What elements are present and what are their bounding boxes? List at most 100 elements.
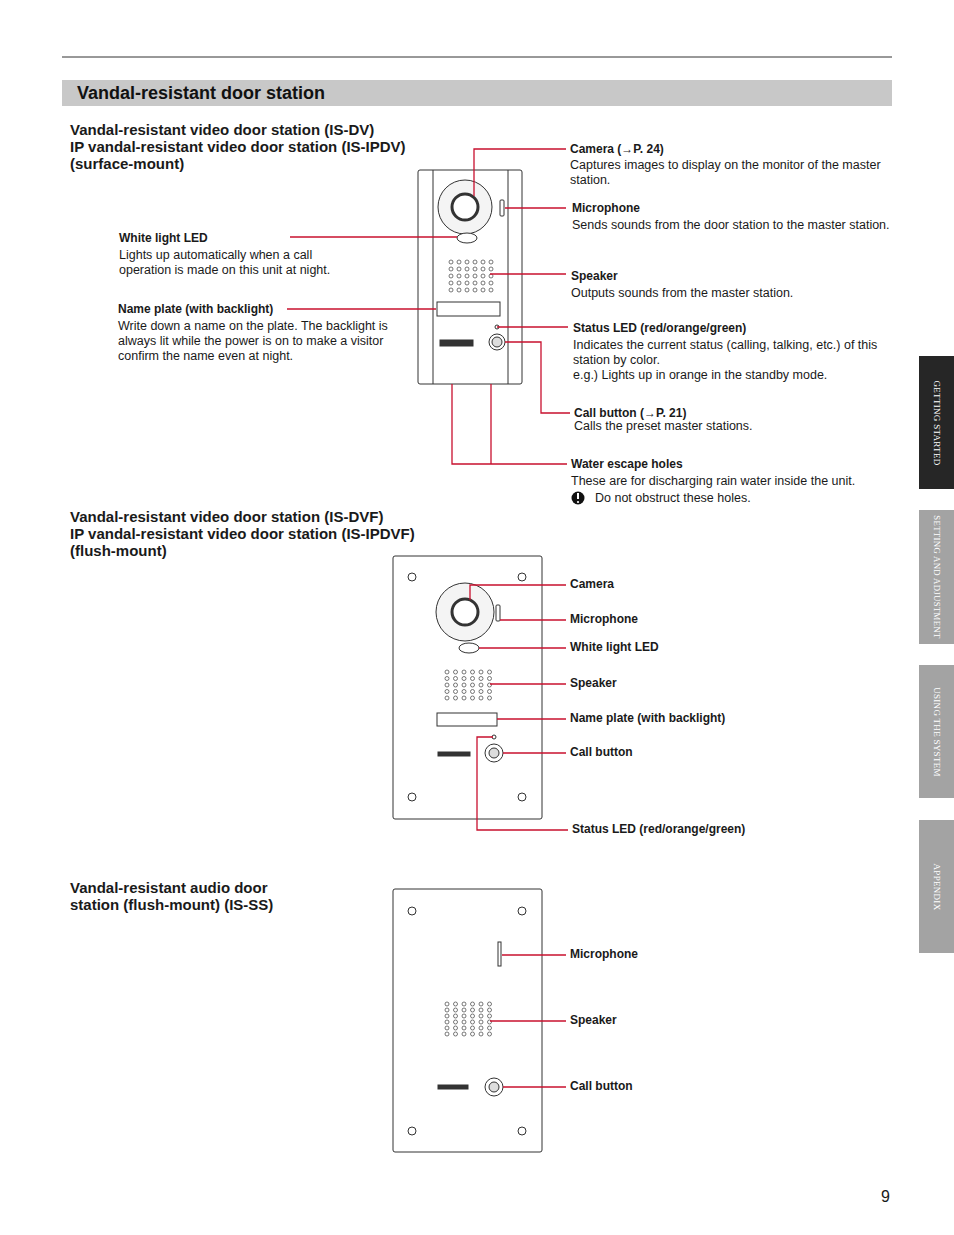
tab-label: SETTING AND ADJUSTMENT	[932, 515, 942, 638]
speaker-hole	[473, 267, 477, 271]
part-description: Write down a name on the plate. The back…	[118, 319, 393, 364]
speaker-hole	[479, 1020, 483, 1024]
speaker-hole	[471, 677, 475, 681]
speaker-hole	[488, 696, 492, 700]
speaker-hole	[457, 260, 461, 264]
page-number: 9	[881, 1188, 890, 1206]
speaker-hole	[471, 1002, 475, 1006]
speaker-hole	[481, 267, 485, 271]
part-name: Microphone	[570, 947, 638, 962]
speaker-hole	[445, 1014, 449, 1018]
speaker-hole	[454, 677, 458, 681]
speaker-hole	[479, 670, 483, 674]
speaker-hole	[473, 260, 477, 264]
part-name: Call button	[570, 745, 633, 760]
section-tab: USING THE SYSTEM	[919, 665, 954, 798]
speaker-hole	[489, 281, 493, 285]
section-heading: Vandal-resistant video door station (IS-…	[70, 121, 374, 138]
speaker-hole	[479, 1008, 483, 1012]
section-heading: (surface-mount)	[70, 155, 184, 172]
part-name: Camera	[570, 577, 614, 592]
speaker-hole	[454, 1002, 458, 1006]
part-name: Camera (→P. 24)	[570, 142, 664, 157]
section-tab: APPENDIX	[919, 820, 954, 953]
speaker-hole	[454, 1032, 458, 1036]
tab-label: USING THE SYSTEM	[932, 687, 942, 777]
part-description: Lights up automatically when a call oper…	[119, 248, 334, 278]
section-heading: IP vandal-resistant video door station (…	[70, 525, 415, 542]
part-name: Name plate (with backlight)	[570, 711, 725, 726]
speaker-hole	[471, 1008, 475, 1012]
speaker-hole	[479, 1002, 483, 1006]
part-note: e.g.) Lights up in orange in the standby…	[573, 368, 903, 383]
speaker-hole	[479, 677, 483, 681]
speaker-hole	[488, 670, 492, 674]
top-rule	[62, 57, 892, 58]
speaker-hole	[462, 696, 466, 700]
part-name: Name plate (with backlight)	[118, 302, 273, 317]
part-name: Speaker	[570, 1013, 617, 1028]
speaker-hole	[445, 1026, 449, 1030]
part-name: Call button	[570, 1079, 633, 1094]
speaker-hole	[489, 288, 493, 292]
speaker-hole	[489, 267, 493, 271]
part-name: White light LED	[570, 640, 659, 655]
caution-note: Do not obstruct these holes.	[595, 491, 895, 506]
part-name: Speaker	[570, 676, 617, 691]
speaker-hole	[445, 1008, 449, 1012]
speaker-hole	[462, 670, 466, 674]
speaker-hole	[462, 1032, 466, 1036]
speaker-hole	[445, 677, 449, 681]
speaker-hole	[445, 1002, 449, 1006]
part-name: Water escape holes	[571, 457, 683, 472]
speaker-holes	[445, 670, 492, 700]
speaker-hole	[473, 274, 477, 278]
tab-label: APPENDIX	[932, 863, 942, 910]
part-name: White light LED	[119, 231, 208, 246]
speaker-hole	[454, 683, 458, 687]
speaker-hole	[445, 683, 449, 687]
speaker-hole	[465, 274, 469, 278]
speaker-hole	[479, 1014, 483, 1018]
speaker-hole	[465, 288, 469, 292]
speaker-hole	[457, 274, 461, 278]
warning-icon	[572, 492, 585, 505]
part-description: Captures images to display on the monito…	[570, 158, 900, 188]
speaker-hole	[471, 683, 475, 687]
speaker-hole	[445, 670, 449, 674]
part-description: Indicates the current status (calling, t…	[573, 338, 895, 368]
part-description: These are for discharging rain water ins…	[571, 474, 901, 489]
speaker-hole	[449, 267, 453, 271]
leader-lines	[287, 149, 570, 1087]
speaker-hole	[489, 260, 493, 264]
section-heading: Vandal-resistant audio door station (flu…	[70, 879, 295, 913]
speaker-hole	[471, 690, 475, 694]
speaker-hole	[449, 274, 453, 278]
speaker-hole	[454, 1008, 458, 1012]
speaker-hole	[479, 696, 483, 700]
speaker-hole	[454, 1014, 458, 1018]
speaker-holes	[449, 260, 493, 292]
speaker-hole	[481, 274, 485, 278]
speaker-hole	[445, 696, 449, 700]
speaker-hole	[454, 696, 458, 700]
speaker-hole	[479, 690, 483, 694]
speaker-hole	[462, 683, 466, 687]
speaker-hole	[479, 683, 483, 687]
speaker-hole	[473, 281, 477, 285]
part-name: Microphone	[572, 201, 640, 216]
speaker-hole	[462, 677, 466, 681]
speaker-hole	[454, 1026, 458, 1030]
title-band: Vandal-resistant door station	[62, 80, 892, 106]
section-tab: GETTING STARTED	[919, 356, 954, 489]
speaker-hole	[471, 1026, 475, 1030]
speaker-hole	[462, 1020, 466, 1024]
section-heading: IP vandal-resistant video door station (…	[70, 138, 406, 155]
speaker-hole	[465, 260, 469, 264]
speaker-hole	[462, 690, 466, 694]
tab-label: GETTING STARTED	[932, 380, 942, 465]
speaker-hole	[481, 260, 485, 264]
part-name: Status LED (red/orange/green)	[573, 321, 746, 336]
